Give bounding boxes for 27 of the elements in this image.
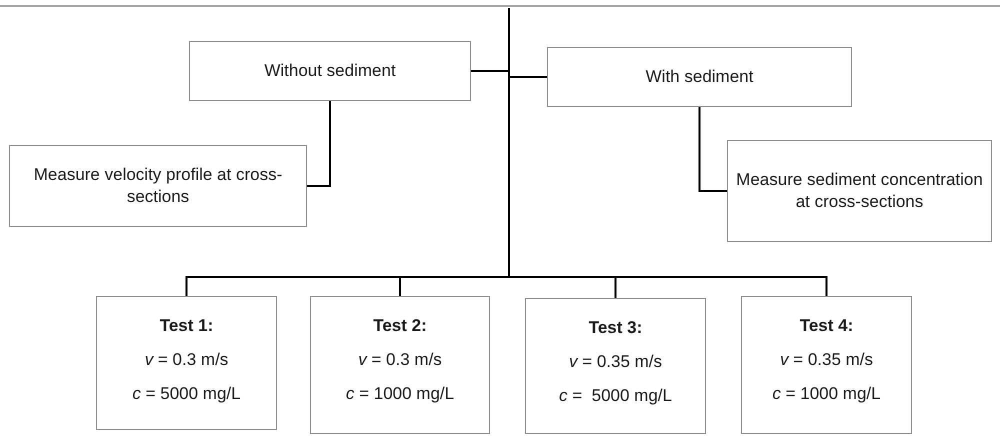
box-text: Measure velocity profile at cross-sections: [32, 164, 284, 208]
box-text: v = 0.3 m/s: [144, 349, 228, 372]
test-box: [310, 296, 490, 434]
box-text: c = 1000 mg/L: [772, 383, 881, 406]
box-text: c = 5000 mg/L: [132, 383, 241, 406]
connector-line: [698, 107, 727, 192]
connector-line: [307, 101, 331, 187]
box-text: v = 0.35 m/s: [568, 351, 662, 374]
box-text: With sediment: [646, 66, 754, 88]
process-box: [9, 145, 307, 227]
box-text: v = 0.3 m/s: [358, 349, 442, 372]
box-text: c = 1000 mg/L: [346, 383, 454, 406]
test-title: Test 3:: [588, 317, 642, 339]
box-text: Measure sediment concentration at cross-sections: [736, 168, 983, 213]
process-box: [727, 140, 992, 242]
box-text: c = 5000 mg/L: [559, 385, 672, 408]
connector-line: [508, 8, 828, 296]
box-text: Without sediment: [264, 60, 396, 82]
box-text: v = 0.35 m/s: [780, 349, 874, 372]
test-box: [96, 296, 277, 430]
test-box: [525, 298, 706, 434]
test-box: [741, 296, 912, 434]
test-title: Test 1:: [160, 315, 214, 337]
process-box: [547, 47, 852, 107]
test-title: Test 2:: [373, 315, 427, 337]
test-title: Test 4:: [800, 315, 854, 337]
process-box: [189, 41, 471, 101]
